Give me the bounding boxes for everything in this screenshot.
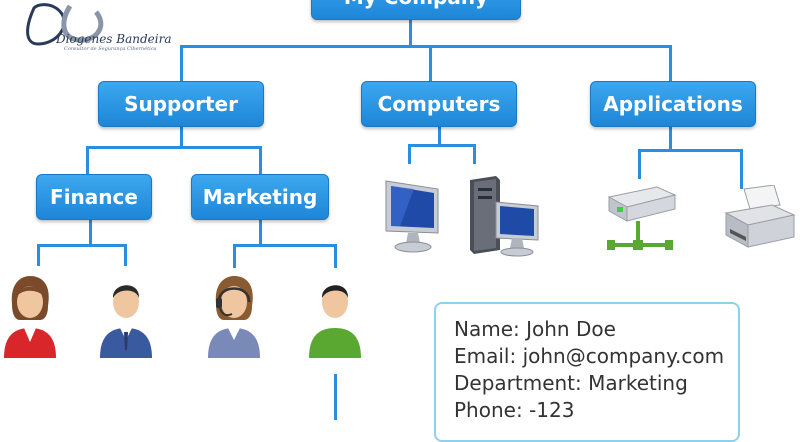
connector [37, 244, 127, 247]
contact-card: Name: John Doe Email: john@company.com D… [434, 302, 740, 442]
node-computers: Computers [361, 81, 517, 127]
logo-mark [26, 3, 104, 46]
card-email: Email: john@company.com [454, 344, 725, 368]
card-phone: Phone: -123 [454, 398, 575, 422]
connector [89, 219, 92, 246]
node-marketing: Marketing [191, 174, 329, 220]
connector [473, 144, 476, 164]
connector [124, 244, 127, 266]
person-headset-icon [208, 276, 260, 358]
desktop-tower-icon [470, 176, 539, 257]
connector [180, 45, 671, 48]
person-male-suit-icon [100, 285, 152, 358]
connector [180, 45, 183, 82]
connector [740, 149, 743, 189]
card-department: Department: Marketing [454, 371, 688, 395]
node-root: My Company [311, 0, 521, 20]
connector [334, 244, 337, 268]
logo-name: Diogenes Bandeira [56, 32, 172, 46]
person-female-icon [4, 276, 56, 358]
node-supporter: Supporter [98, 81, 264, 127]
network-server-icon [607, 186, 677, 250]
logo-subtitle: Consultor de Segurança Cibernética [64, 46, 157, 52]
connector [638, 149, 743, 152]
connector [233, 244, 337, 247]
connector [429, 45, 432, 82]
node-applications: Applications [590, 81, 756, 127]
connector [259, 219, 262, 246]
connector [259, 146, 262, 175]
card-name: Name: John Doe [454, 317, 616, 341]
person-green-icon [309, 285, 361, 358]
connector [669, 45, 672, 82]
connector [86, 146, 89, 175]
connector [86, 146, 261, 149]
node-finance: Finance [36, 174, 152, 220]
connector [438, 126, 441, 146]
connector [408, 144, 411, 164]
monitor-icon [385, 180, 439, 253]
connector [37, 244, 40, 266]
connector [408, 144, 476, 147]
connector [233, 244, 236, 268]
connector [180, 126, 183, 148]
connector [409, 20, 412, 46]
connector [638, 149, 641, 179]
printer-icon [724, 185, 796, 248]
connector [669, 126, 672, 150]
connector [334, 374, 337, 420]
